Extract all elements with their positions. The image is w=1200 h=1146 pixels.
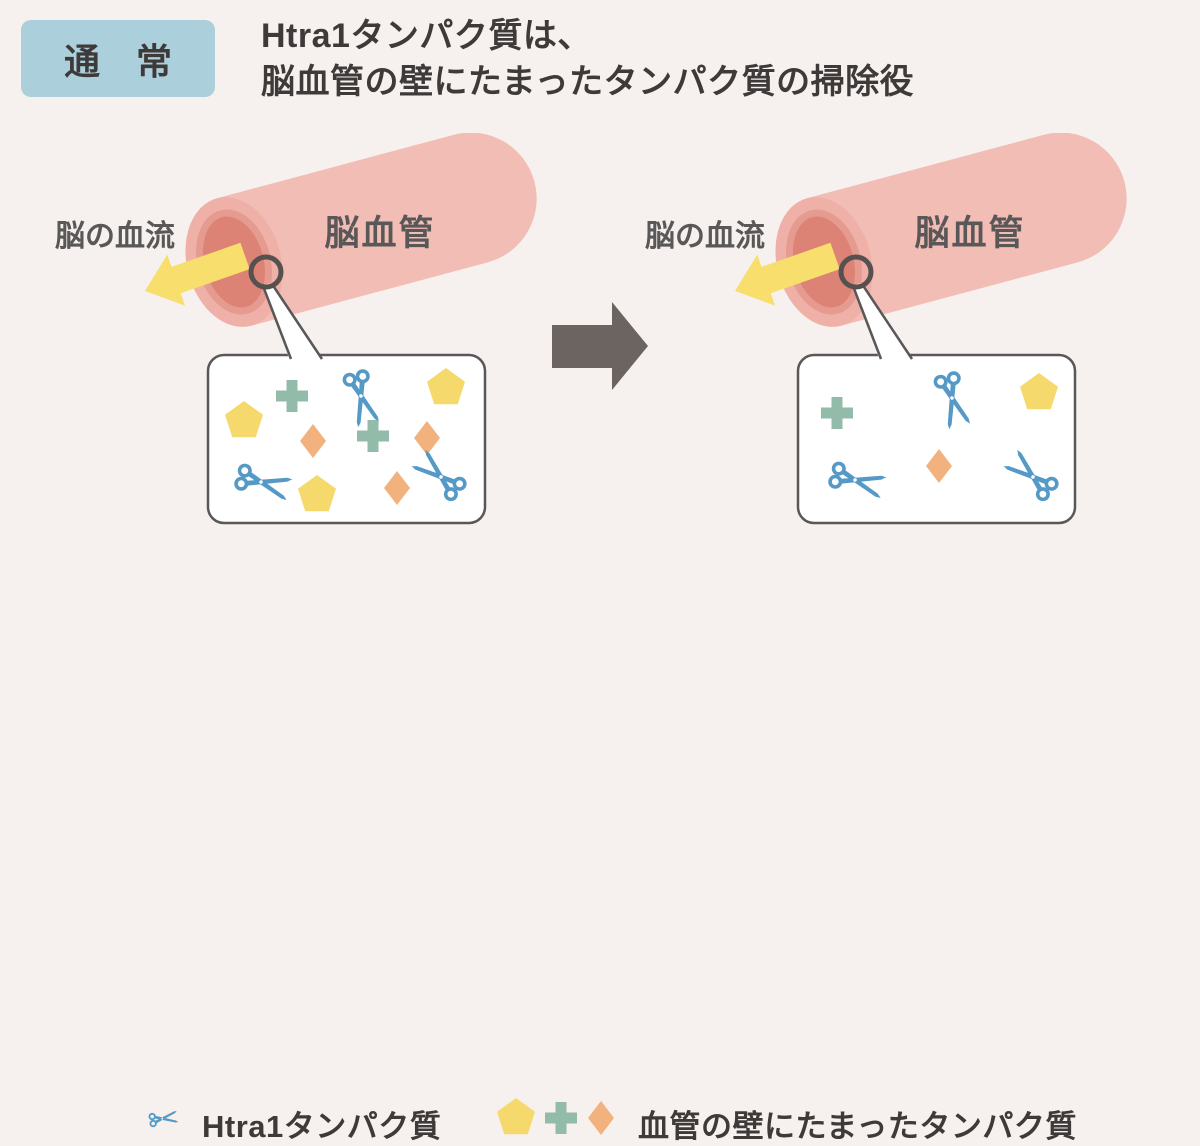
diamond-icon (588, 1101, 614, 1135)
legend: Htra1タンパク質 血管の壁にたまったタンパク質 (0, 545, 1200, 1144)
panel-before: 脳の血流 脳血管 (55, 133, 551, 523)
blood-flow-label: 脳の血流 (55, 220, 175, 253)
page-title-line1: Htra1タンパク質は、 (261, 17, 592, 55)
page-title: Htra1タンパク質は、 脳血管の壁にたまったタンパク質の掃除役 (261, 13, 914, 105)
blood-vessel-illustration (136, 133, 551, 523)
vessel-label: 脳血管 (914, 214, 1025, 253)
vessel-label: 脳血管 (324, 214, 435, 253)
panel-after: 脳の血流 脳血管 (645, 133, 1141, 523)
status-badge-label: 通 常 (63, 40, 172, 82)
status-badge-normal: 通 常 (21, 20, 215, 97)
page-title-line2: 脳血管の壁にたまったタンパク質の掃除役 (261, 63, 915, 102)
scissors-icon (147, 1107, 181, 1130)
legend-htra1-label: Htra1タンパク質 (202, 1109, 442, 1144)
blood-flow-label: 脳の血流 (645, 220, 765, 253)
transition-arrow-icon (552, 302, 648, 390)
pentagon-icon (497, 1098, 535, 1135)
vessel-diagram: 脳の血流 脳血管 脳の血流 脳血管 (55, 133, 1200, 623)
cross-icon (545, 1102, 577, 1134)
legend-accumulated-protein-label: 血管の壁にたまったタンパク質 (638, 1109, 1077, 1144)
